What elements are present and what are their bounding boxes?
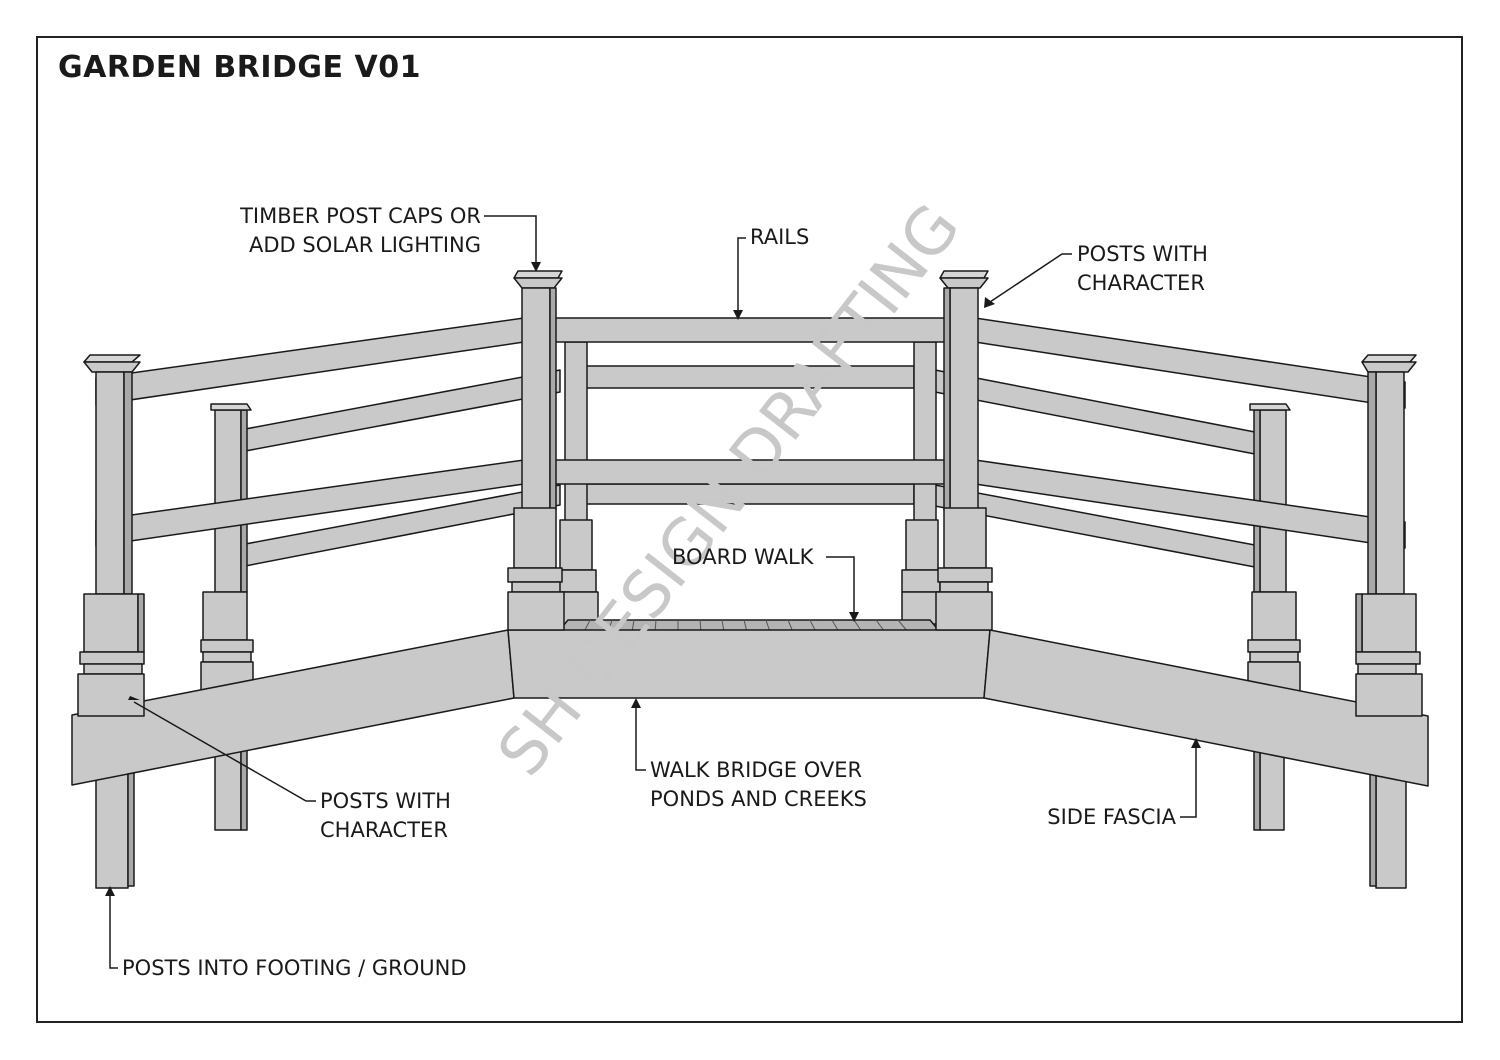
drawing-border (36, 36, 1463, 1023)
label-side-fascia: SIDE FASCIA (1047, 805, 1176, 829)
ground-post-right-outer (1375, 769, 1407, 889)
leader-posts-bottom (133, 701, 316, 802)
leader-board-walk (826, 556, 855, 614)
leader-posts-footing (109, 894, 118, 969)
leader-rails (737, 237, 746, 312)
ground-post-left-outer (95, 769, 129, 889)
ground-post-right-inner (1259, 744, 1285, 831)
leader-side-fascia (1180, 746, 1197, 818)
leader-posts-top (989, 253, 1072, 303)
label-posts-character-bottom: POSTS WITH CHARACTER (320, 789, 451, 842)
post-center-back-right (913, 341, 937, 523)
label-posts-footing: POSTS INTO FOOTING / GROUND (122, 956, 467, 980)
post-center-right (935, 270, 993, 631)
post-right-outer (1355, 354, 1423, 717)
label-post-caps: TIMBER POST CAPS OR ADD SOLAR LIGHTING (240, 204, 481, 257)
label-rails: RAILS (750, 225, 810, 249)
leader-walk-bridge (635, 706, 646, 771)
label-board-walk: BOARD WALK (672, 545, 814, 569)
label-walk-bridge: WALK BRIDGE OVER PONDS AND CREEKS (650, 758, 867, 811)
fascia-right (983, 629, 1429, 787)
post-left-outer (77, 354, 145, 717)
drawing-title: GARDEN BRIDGE V01 (58, 50, 421, 85)
rail-left-back-upper (239, 369, 561, 453)
leader-post-caps (484, 215, 537, 264)
post-center-left (507, 270, 565, 631)
rail-right-back-upper (934, 369, 1261, 456)
label-posts-character-top: POSTS WITH CHARACTER (1077, 242, 1208, 295)
post-center-back-left (564, 341, 588, 523)
